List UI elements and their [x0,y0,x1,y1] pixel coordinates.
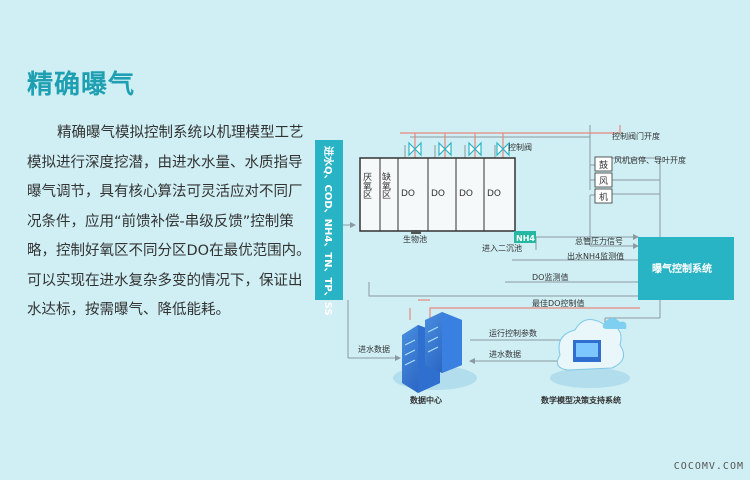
optimal-do-label: 最佳DO控制值 [532,298,584,308]
blower-char: 机 [599,191,608,203]
dss-icon [550,318,630,388]
dss-label: 数学模型决策支持系统 [541,395,621,405]
do-monitor-label: DO监测值 [532,272,568,282]
blower-ops-label: 风机启停、导叶开度 [614,155,686,165]
do-label: DO [459,189,473,199]
aeration-control-system-box [638,237,734,300]
bio-tank: 厌氧区 缺氧区 DO DO DO DO 生物池 进入二沉池 NH4 [359,157,536,253]
zone-anaerobic-label: 厌氧区 [361,172,372,199]
influent-bar [315,140,343,300]
data-center-icon [393,312,477,393]
do-label: DO [401,189,415,199]
signal-lines [343,125,661,361]
effluent-nh4-label: 出水NH4监测值 [567,251,624,261]
do-label: DO [487,189,501,199]
valve-opening-label: 控制阀门开度 [612,131,660,141]
blower-char: 鼓 [599,159,608,171]
influent-data-left-label: 进水数据 [358,344,390,354]
blower-box: 鼓 风 机 [594,156,613,204]
influent-data-label: 进水数据 [489,349,521,359]
nh4-badge [514,231,536,243]
watermark-text: COCOMV.COM [673,461,744,472]
clarifier-label: 进入二沉池 [482,243,522,253]
influent-label: 进水Q、COD、NH4、TN、TP、SS [322,146,335,316]
nh4-badge-label: NH4 [516,234,535,243]
bio-tank-label: 生物池 [403,234,427,244]
valves [408,141,510,157]
zone-anoxic-label: 缺氧区 [380,171,391,199]
description-paragraph: 精确曝气模拟控制系统以机理模型工艺模拟进行深度挖潜，由进水水量、水质指导曝气调节… [27,125,311,318]
blower-char: 风 [599,176,608,187]
do-label: DO [431,189,445,199]
data-center-label: 数据中心 [410,395,442,405]
page-title: 精确曝气 [27,70,136,100]
header-pressure-label: 总管压力信号 [575,236,623,246]
control-valve-label: 控制阀 [508,142,532,152]
run-params-label: 运行控制参数 [489,328,537,338]
aeration-system-label: 曝气控制系统 [652,262,712,275]
